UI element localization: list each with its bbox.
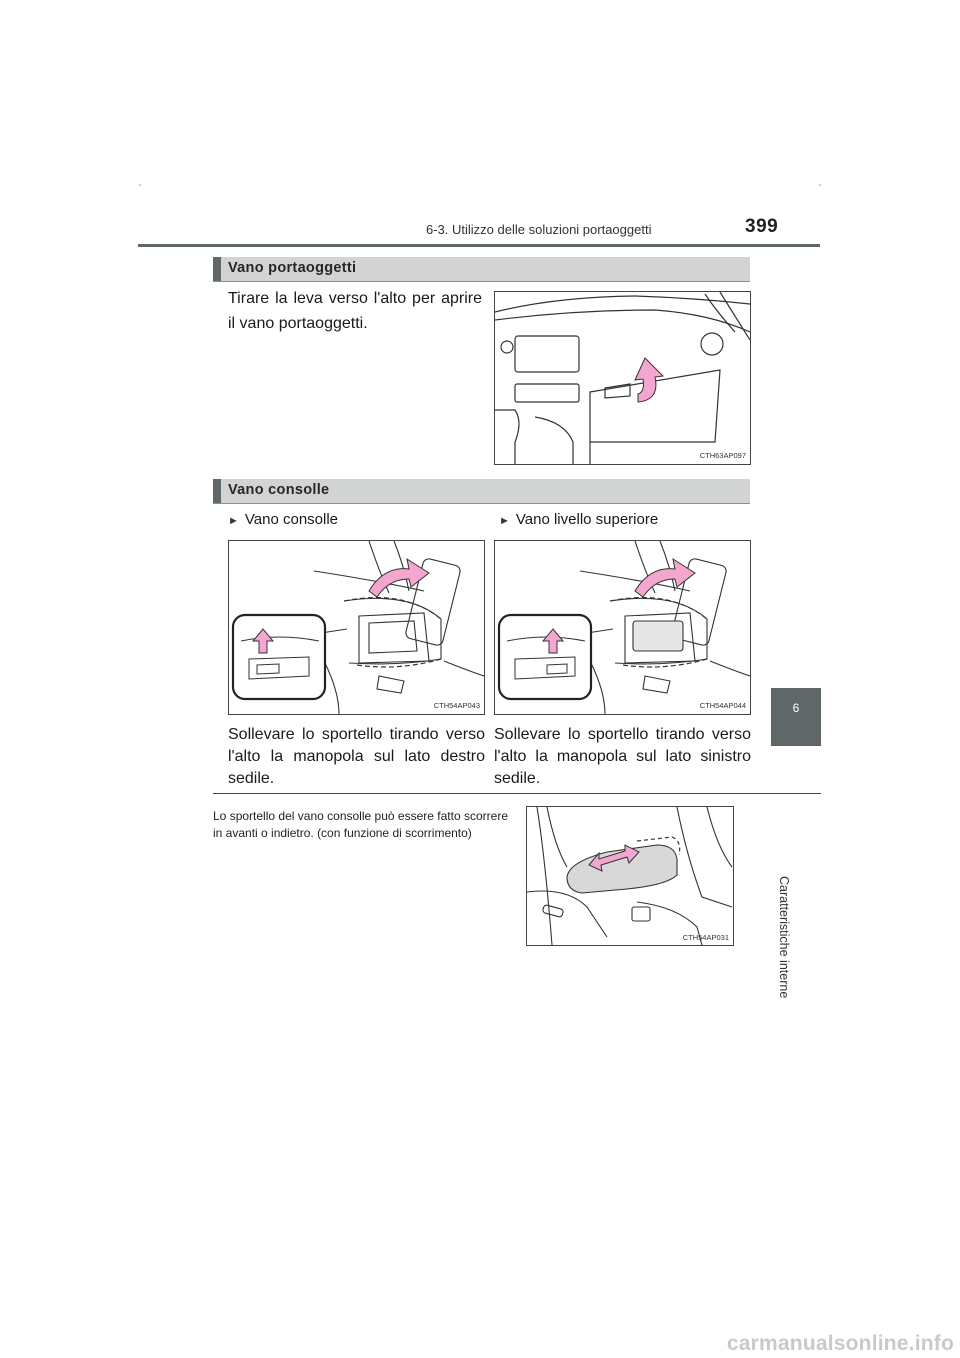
bullet-upper-level: ► Vano livello superiore: [499, 511, 658, 528]
heading-label: Vano portaoggetti: [228, 260, 357, 276]
section-title: 6-3. Utilizzo delle soluzioni portaogget…: [426, 222, 652, 237]
figure-code: CTH54AP043: [433, 701, 480, 710]
figure-sliding-console: CTH54AP031: [526, 806, 734, 946]
figure-upper-level-box: CTH54AP044: [494, 540, 751, 715]
heading-bar: [213, 479, 221, 503]
sliding-console-illustration: [527, 807, 733, 945]
figure-code: CTH54AP031: [682, 933, 729, 942]
caption-console-box: Sollevare lo sportello tirando verso l'a…: [228, 726, 485, 787]
bullet-label: Vano livello superiore: [515, 511, 659, 528]
separator-rule: [213, 793, 821, 794]
figure-code: CTH54AP044: [699, 701, 746, 710]
triangle-bullet-icon: ►: [228, 515, 239, 527]
crop-mark: -: [138, 180, 142, 191]
figure-code: CTH63AP097: [699, 451, 746, 460]
figure-console-box: CTH54AP043: [228, 540, 485, 715]
sliding-note: Lo sportello del vano consolle può esser…: [213, 809, 508, 840]
chapter-title: Caratteristiche interne: [777, 876, 791, 999]
header-rule: [138, 244, 820, 247]
figure-glove-box: CTH63AP097: [494, 291, 751, 465]
upper-level-box-illustration: [497, 541, 750, 714]
triangle-bullet-icon: ►: [499, 515, 510, 527]
chapter-number: 6: [792, 701, 800, 715]
glove-box-illustration: [495, 292, 750, 464]
chapter-title-tab: Caratteristiche interne: [771, 746, 821, 998]
bullet-label: Vano consolle: [244, 511, 339, 528]
heading-label: Vano consolle: [228, 482, 330, 498]
glove-box-instruction: Tirare la leva verso l'alto per aprire i…: [228, 290, 482, 332]
heading-bar: [213, 257, 221, 281]
crop-mark: -: [818, 180, 822, 191]
console-box-illustration: [231, 541, 484, 714]
watermark: carmanualsonline.info: [726, 1332, 954, 1355]
page-number: 399: [745, 216, 779, 237]
caption-upper-level-box: Sollevare lo sportello tirando verso l'a…: [494, 726, 751, 787]
bullet-console: ► Vano consolle: [228, 511, 338, 528]
chapter-tab: 6: [771, 688, 821, 746]
section-heading-console-box: Vano consolle: [213, 479, 750, 504]
section-heading-glove-box: Vano portaoggetti: [213, 257, 750, 282]
